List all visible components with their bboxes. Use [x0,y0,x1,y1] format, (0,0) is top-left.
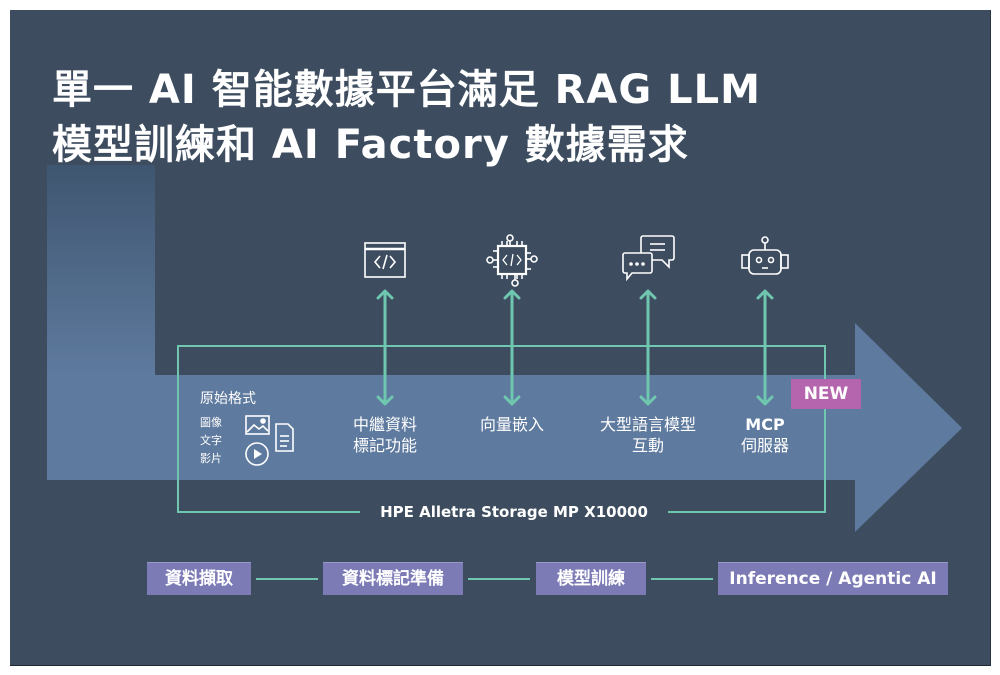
double-arrow-llm [639,289,657,406]
function-label-line2: 伺服器 [740,436,789,455]
source-type-image: 圖像 [200,416,222,429]
stage-ingest: 資料擷取 [147,562,251,595]
storage-product-label: HPE Alletra Storage MP X10000 [360,502,668,522]
source-type-text: 文字 [200,434,222,447]
chip-icon [486,234,538,287]
double-arrow-vector [503,289,521,406]
code-window-icon [364,242,406,278]
stage-inference: Inference / Agentic AI [718,562,948,595]
robot-icon [741,236,789,275]
title-line-2: 模型訓練和 AI Factory 數據需求 [52,122,689,168]
function-label-metadata: 中繼資料 標記功能 [335,414,435,456]
arrow-head [855,323,962,532]
function-label-line1: MCP [745,415,785,434]
chat-bubbles-icon [622,235,675,282]
function-label-line2: 標記功能 [352,436,417,455]
stage-connector [651,578,713,580]
function-label-line2: 互動 [631,436,664,455]
document-icon [275,423,294,452]
play-icon [245,442,269,466]
stage-connector [468,578,530,580]
function-label-vector: 向量嵌入 [462,414,562,435]
slide-panel [10,10,991,666]
image-icon [245,415,270,435]
function-label-mcp: MCP 伺服器 [725,414,805,456]
stage-labeling: 資料標記準備 [323,562,463,595]
source-type-video: 影片 [200,452,222,465]
double-arrow-metadata [376,289,394,406]
source-format-title: 原始格式 [200,391,256,407]
arrow-body [47,375,855,480]
arrow-stem [47,165,155,375]
function-label-line1: 大型語言模型 [599,415,696,434]
function-label-llm: 大型語言模型 互動 [583,414,713,456]
function-label-line1: 向量嵌入 [479,415,544,434]
stage-training: 模型訓練 [536,562,646,595]
storage-frame [177,345,826,513]
title-line-1: 單一 AI 智能數據平台滿足 RAG LLM [52,67,761,113]
double-arrow-mcp [756,289,774,406]
function-label-line1: 中繼資料 [352,415,417,434]
stage-connector [256,578,318,580]
new-badge: NEW [791,379,861,409]
